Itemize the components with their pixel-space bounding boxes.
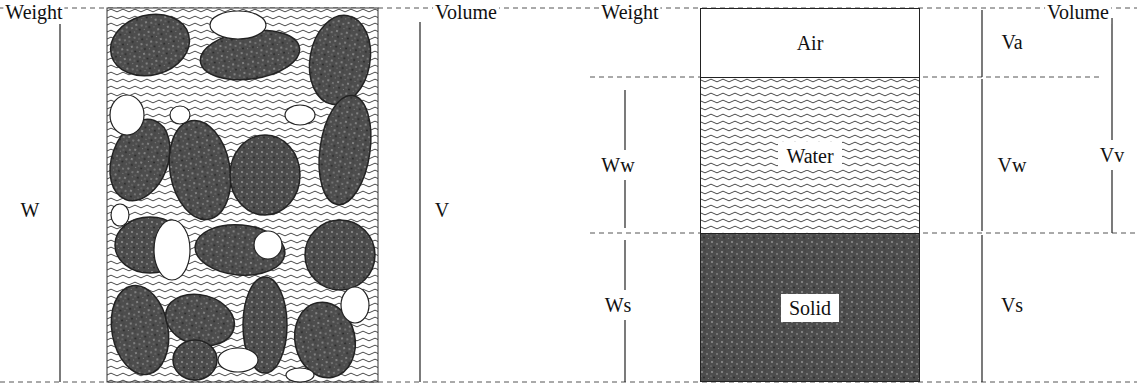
weight-heading: Weight xyxy=(599,0,660,24)
total-weight-symbol: W xyxy=(19,198,42,222)
phase-label: Air xyxy=(789,29,832,57)
water-volume-symbol: Vw xyxy=(996,153,1029,177)
air-volume-symbol: Va xyxy=(999,30,1024,54)
solid-volume-symbol: Vs xyxy=(999,293,1025,317)
total-volume-symbol: V xyxy=(433,198,451,222)
air-phase-box: Air xyxy=(700,8,920,78)
solid-phase-box: Solid xyxy=(700,233,920,382)
water-phase-box: Water xyxy=(700,77,920,234)
water-weight-symbol: Ww xyxy=(599,153,636,177)
void-volume-symbol: Vv xyxy=(1098,143,1126,167)
volume-heading: Volume xyxy=(1045,0,1111,24)
volume-heading: Volume xyxy=(433,0,499,24)
phase-label: Solid xyxy=(781,294,839,322)
solid-weight-symbol: Ws xyxy=(603,293,634,317)
weight-heading: Weight xyxy=(3,0,64,24)
phase-label: Water xyxy=(778,142,841,170)
